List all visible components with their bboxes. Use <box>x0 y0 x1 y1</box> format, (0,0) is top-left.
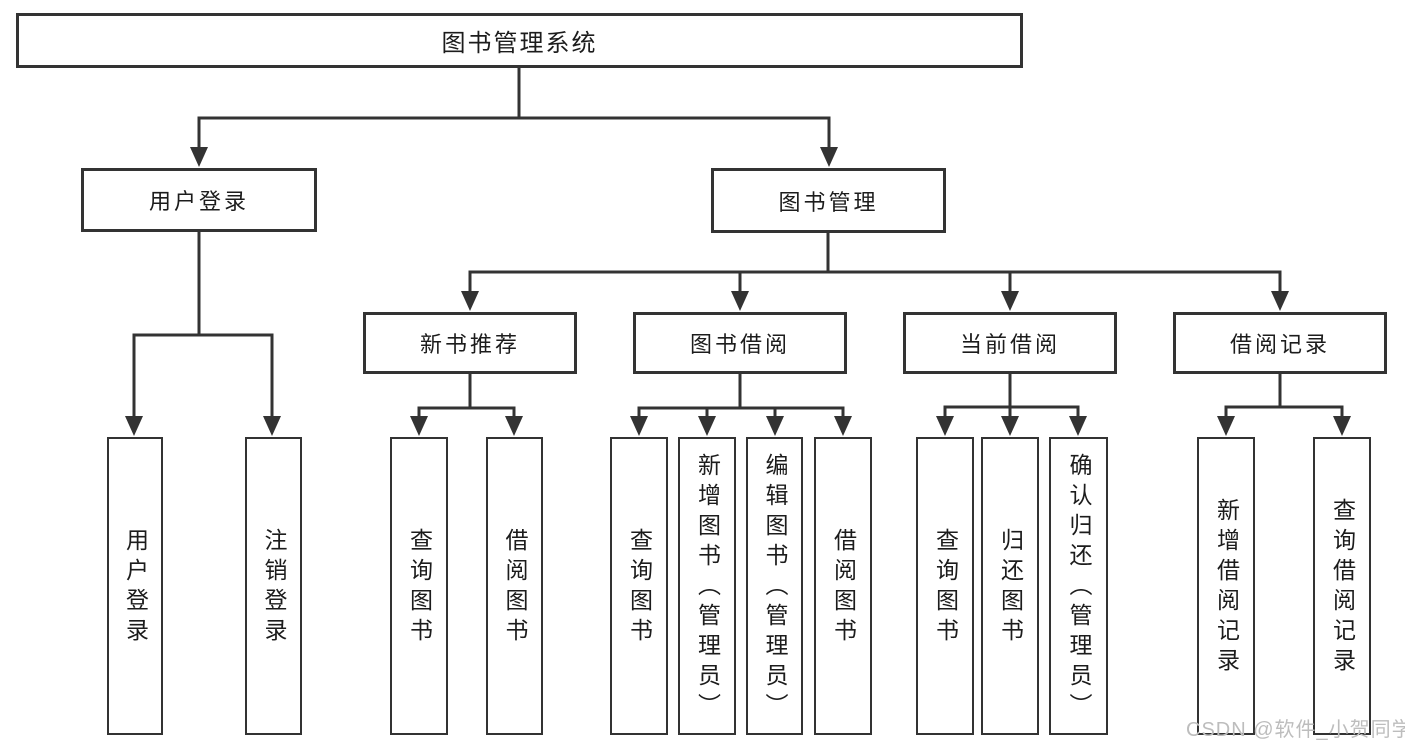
leaf-newbook-query: 查询图书 <box>390 437 448 735</box>
arrow-down-icon <box>731 291 749 311</box>
arrow-down-icon <box>698 416 716 436</box>
arrow-down-icon <box>1069 416 1087 436</box>
arrow-down-icon <box>505 416 523 436</box>
leaf-record-add: 新增借阅记录 <box>1197 437 1255 735</box>
arrow-down-icon <box>820 147 838 167</box>
node-root: 图书管理系统 <box>16 13 1023 68</box>
node-current-borrow: 当前借阅 <box>903 312 1117 374</box>
arrow-down-icon <box>1001 291 1019 311</box>
node-new-book-recommend: 新书推荐 <box>363 312 577 374</box>
arrow-down-icon <box>630 416 648 436</box>
connector-current-borrow <box>943 372 1080 421</box>
connector-new-books <box>417 372 516 421</box>
leaf-borrow-add-admin: 新增图书（管理员） <box>678 437 736 735</box>
connector-root <box>197 66 831 152</box>
node-book-management: 图书管理 <box>711 168 946 233</box>
leaf-user-login: 用户登录 <box>107 437 163 735</box>
leaf-current-confirm-admin: 确认归还（管理员） <box>1049 437 1108 735</box>
arrow-down-icon <box>766 416 784 436</box>
leaf-borrow-edit-admin: 编辑图书（管理员） <box>746 437 803 735</box>
arrow-down-icon <box>1217 416 1235 436</box>
arrow-down-icon <box>834 416 852 436</box>
arrow-down-icon <box>410 416 428 436</box>
arrow-down-icon <box>190 147 208 167</box>
arrow-down-icon <box>1001 416 1019 436</box>
connector-book-borrow <box>637 372 845 421</box>
connector-borrow-records <box>1224 372 1344 421</box>
connector-user-login <box>132 230 274 421</box>
leaf-borrow-borrow: 借阅图书 <box>814 437 872 735</box>
connector-book-mgmt <box>468 231 1282 296</box>
node-user-login: 用户登录 <box>81 168 317 232</box>
leaf-logout: 注销登录 <box>245 437 302 735</box>
leaf-record-query: 查询借阅记录 <box>1313 437 1371 735</box>
csdn-watermark: CSDN @软件_小贺同学 <box>1186 719 1405 741</box>
leaf-borrow-query: 查询图书 <box>610 437 668 735</box>
node-borrow-records: 借阅记录 <box>1173 312 1387 374</box>
leaf-current-return: 归还图书 <box>981 437 1039 735</box>
arrow-down-icon <box>1333 416 1351 436</box>
arrow-down-icon <box>125 416 143 436</box>
node-book-borrow: 图书借阅 <box>633 312 847 374</box>
arrow-down-icon <box>461 291 479 311</box>
arrow-down-icon <box>263 416 281 436</box>
arrow-down-icon <box>1271 291 1289 311</box>
arrowheads <box>125 147 1351 436</box>
leaf-current-query: 查询图书 <box>916 437 974 735</box>
leaf-newbook-borrow: 借阅图书 <box>486 437 543 735</box>
arrow-down-icon <box>936 416 954 436</box>
